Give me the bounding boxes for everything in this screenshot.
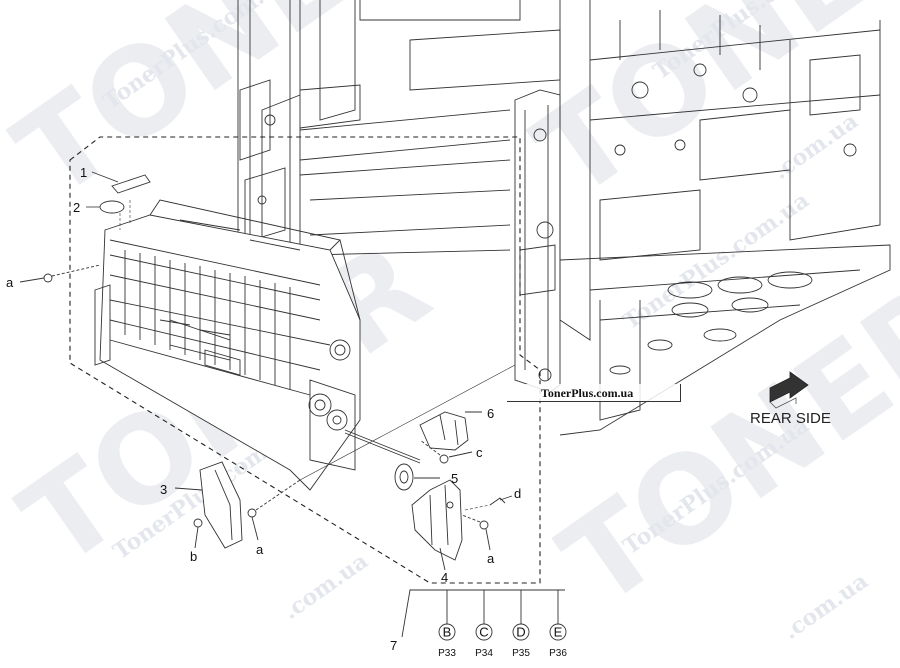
drive-shaft <box>344 429 421 464</box>
part-5-gear <box>394 463 440 491</box>
part-3-cover <box>174 461 243 549</box>
reference-circle-d <box>512 623 530 641</box>
reference-page-e: P36 <box>549 648 567 659</box>
callout-screw-b: b <box>190 549 197 564</box>
reference-letter-b: B <box>443 625 452 640</box>
callout-part-4: 4 <box>441 570 448 585</box>
callout-screw-a-left: a <box>6 275 14 290</box>
part-6-bracket <box>419 411 482 451</box>
part-4-plate <box>411 479 463 571</box>
screw-b <box>193 518 203 549</box>
reference-page-d: P35 <box>512 648 530 659</box>
callout-screw-c: c <box>476 445 483 460</box>
callout-part-2: 2 <box>73 200 80 215</box>
reference-circle-c <box>475 623 493 641</box>
exploded-view-boundary <box>69 136 541 584</box>
part-1-leader <box>91 171 119 183</box>
callout-screw-d: d <box>514 486 521 501</box>
site-label-box: TonerPlus.com.ua <box>507 384 681 402</box>
reference-page-c: P34 <box>475 648 493 659</box>
screw-a-right <box>461 514 491 551</box>
screw-c <box>419 439 473 464</box>
main-assembly <box>94 199 361 491</box>
machine-frame <box>237 0 891 436</box>
callout-screw-a-right: a <box>487 551 495 566</box>
reference-tree <box>401 589 565 638</box>
callout-part-7: 7 <box>390 638 397 653</box>
rear-side-arrow-icon <box>769 371 809 409</box>
reference-letter-c: C <box>479 625 488 640</box>
reference-markers: B P33 C P34 D P35 E P36 <box>438 623 567 659</box>
part-1-lever <box>111 174 151 194</box>
screw-d-clip <box>489 497 506 506</box>
reference-letter-e: E <box>554 625 563 640</box>
watermark-site-short-2: .com.ua <box>279 548 373 625</box>
reference-page-b: P33 <box>438 648 456 659</box>
watermark-site-short-1: .com.ua <box>769 108 863 185</box>
watermark-site-3: TonerPlus.com.ua <box>619 187 814 335</box>
reference-circle-e <box>549 623 567 641</box>
watermark-site-short-3: .com.ua <box>779 568 873 645</box>
callout-part-1: 1 <box>80 165 87 180</box>
reference-letter-d: D <box>516 625 525 640</box>
screw-a-left <box>19 264 101 283</box>
callout-part-6: 6 <box>487 406 494 421</box>
callout-part-5: 5 <box>451 471 458 486</box>
callout-screw-a-bottom: a <box>256 542 264 557</box>
part-2-knob <box>99 200 125 214</box>
screw-a-bottom <box>247 479 301 541</box>
callout-part-3: 3 <box>160 482 167 497</box>
reference-circle-b <box>438 623 456 641</box>
rear-side-label: REAR SIDE <box>750 410 831 427</box>
